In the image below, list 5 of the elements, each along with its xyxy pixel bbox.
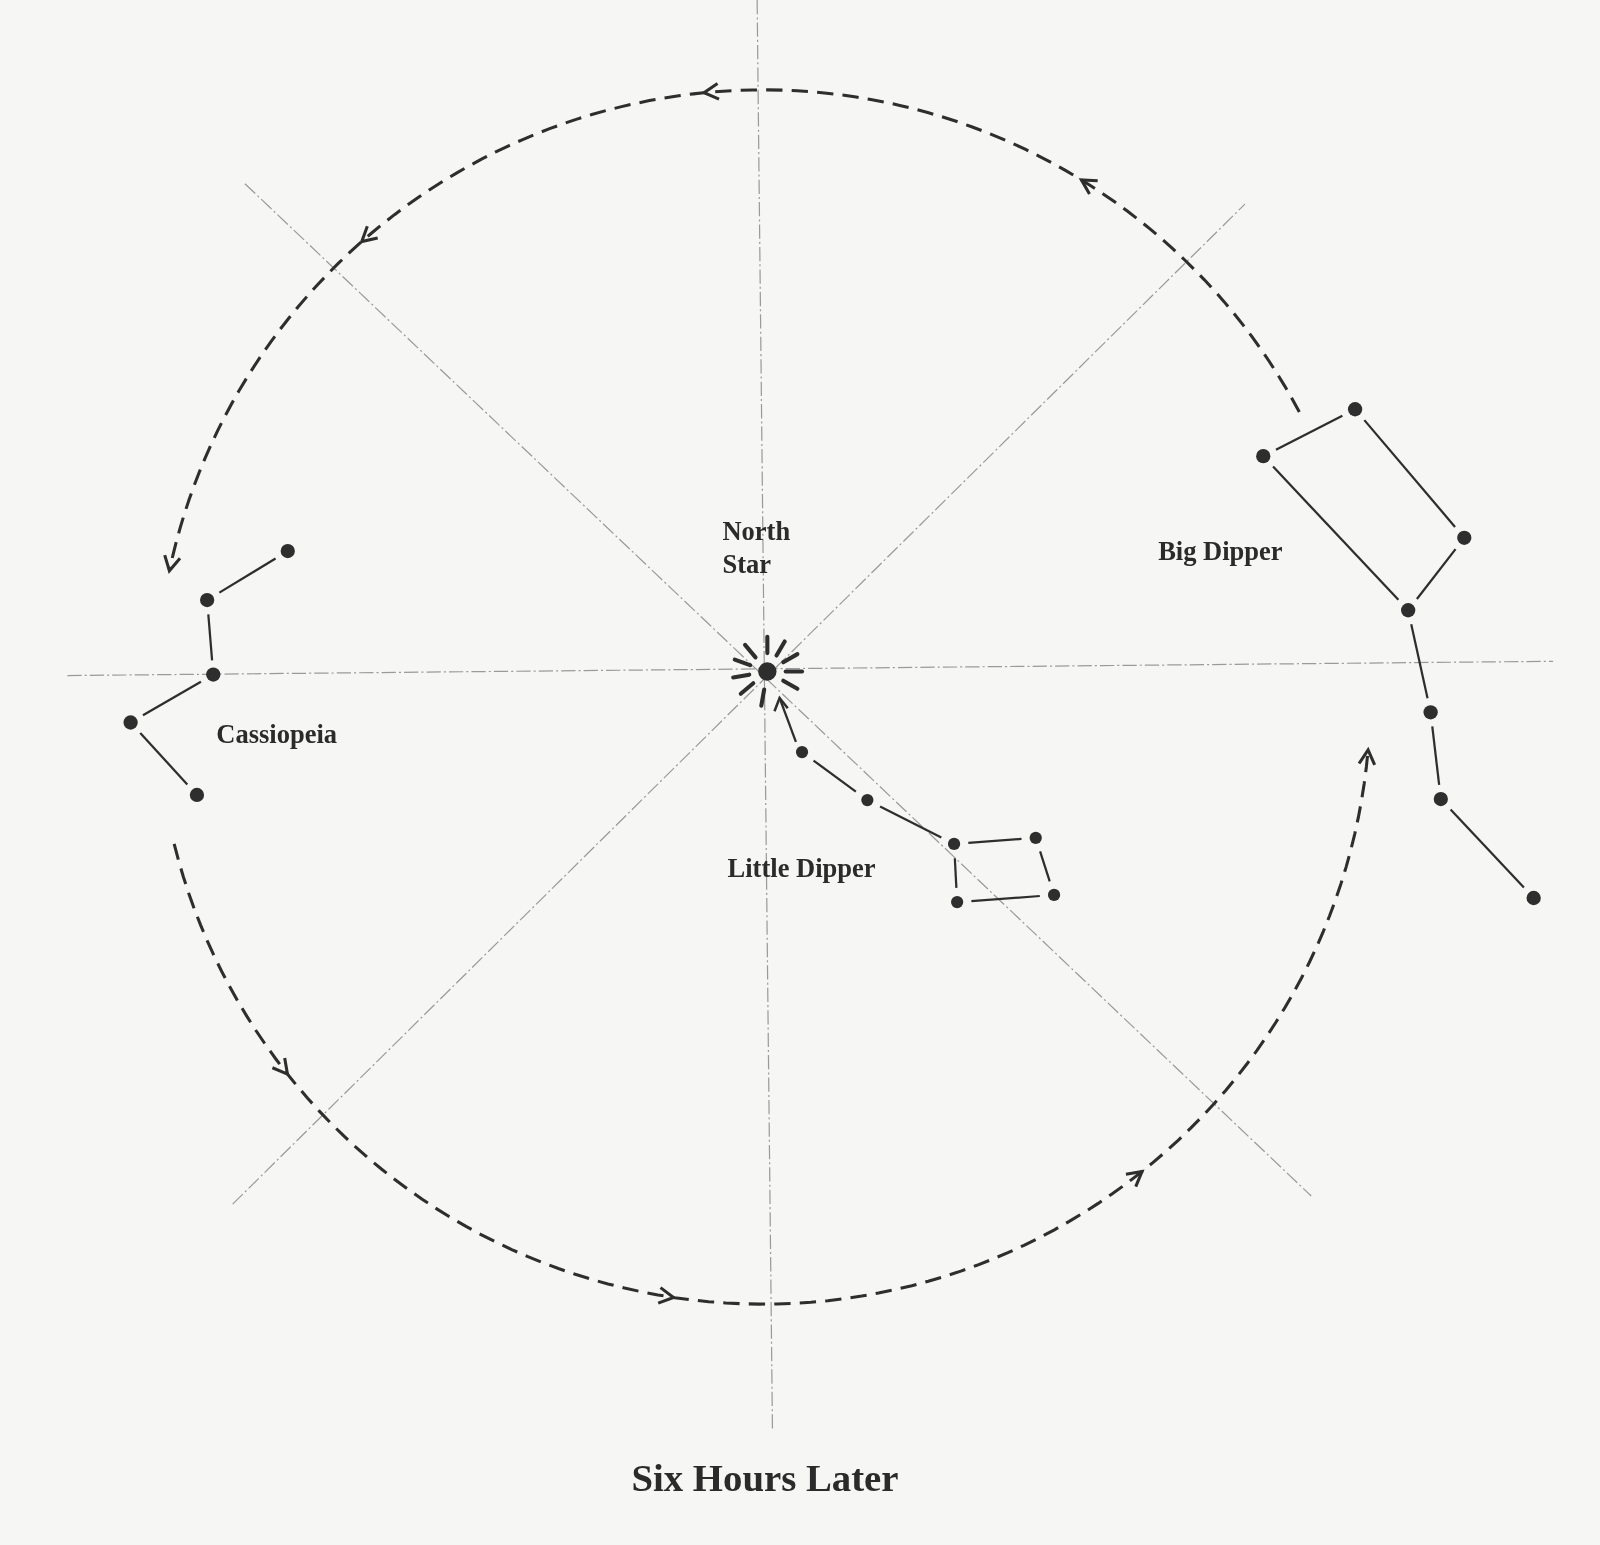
caption: Six Hours Later — [630, 1455, 900, 1502]
constellation-name: Cassiopeia — [216, 718, 338, 752]
constellation-name: Big Dipper — [1158, 534, 1283, 568]
star-name: North Star — [722, 515, 792, 582]
constellation-name: Little Dipper — [727, 852, 876, 886]
